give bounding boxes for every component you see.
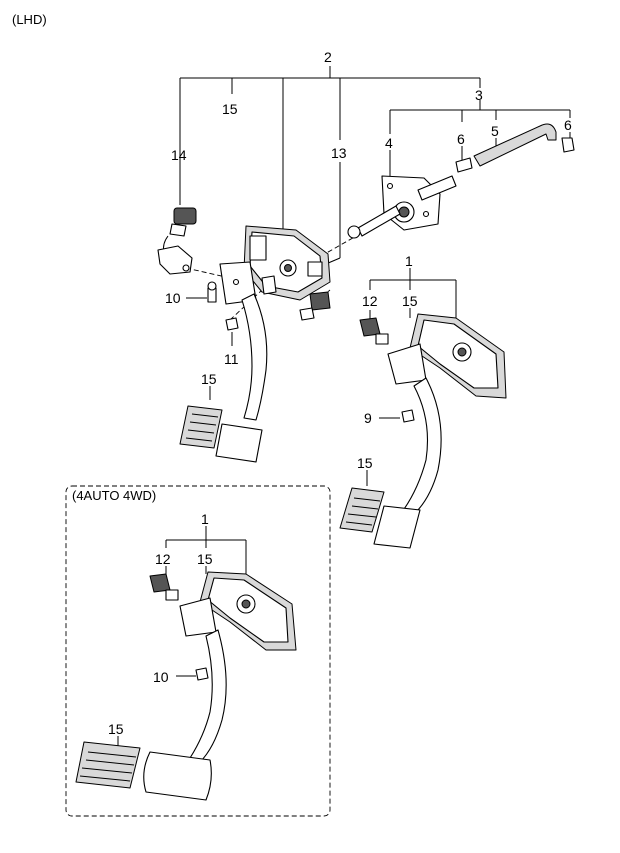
callout-15: 15: [201, 371, 217, 387]
callout-14: 14: [171, 147, 187, 163]
inset-callout-1: 1: [201, 511, 209, 527]
inset-4auto-4wd: (4AUTO 4WD) 1 12 15 10 15: [65, 485, 331, 817]
callout-12: 12: [362, 293, 378, 309]
callout-10: 10: [165, 290, 181, 306]
inset-title: (4AUTO 4WD): [72, 488, 156, 503]
callout-2: 2: [324, 49, 332, 65]
callout-5: 5: [491, 123, 499, 139]
inset-callout-10: 10: [153, 669, 169, 685]
callout-9: 9: [364, 410, 372, 426]
switch-assembly-part-14: [157, 207, 197, 275]
callout-6: 6: [457, 131, 465, 147]
callout-15: 15: [222, 101, 238, 117]
inset-callout-15: 15: [108, 721, 124, 737]
variant-label: (LHD): [12, 12, 47, 27]
callout-15: 15: [402, 293, 418, 309]
clutch-pedal-left: [179, 281, 268, 463]
callout-3: 3: [475, 87, 483, 103]
callout-11: 11: [224, 351, 239, 367]
brake-pedal-assembly-part-1: [339, 313, 507, 549]
callout-13: 13: [331, 145, 347, 161]
callout-4: 4: [385, 135, 393, 151]
inset-callout-12: 12: [155, 551, 171, 567]
master-cylinder-part-4: [347, 175, 457, 239]
inset-border: [65, 485, 331, 817]
pedal-bracket-part-2: [219, 225, 331, 321]
callout-6: 6: [564, 117, 572, 133]
inset-callout-15: 15: [197, 551, 213, 567]
callouts-top: 2 15 3 4 6 5 6 14 13 1 12 15 10 11 15 9 …: [165, 49, 572, 471]
reservoir-hose-part-5: [455, 123, 575, 173]
callout-15: 15: [357, 455, 373, 471]
callout-1: 1: [405, 253, 413, 269]
